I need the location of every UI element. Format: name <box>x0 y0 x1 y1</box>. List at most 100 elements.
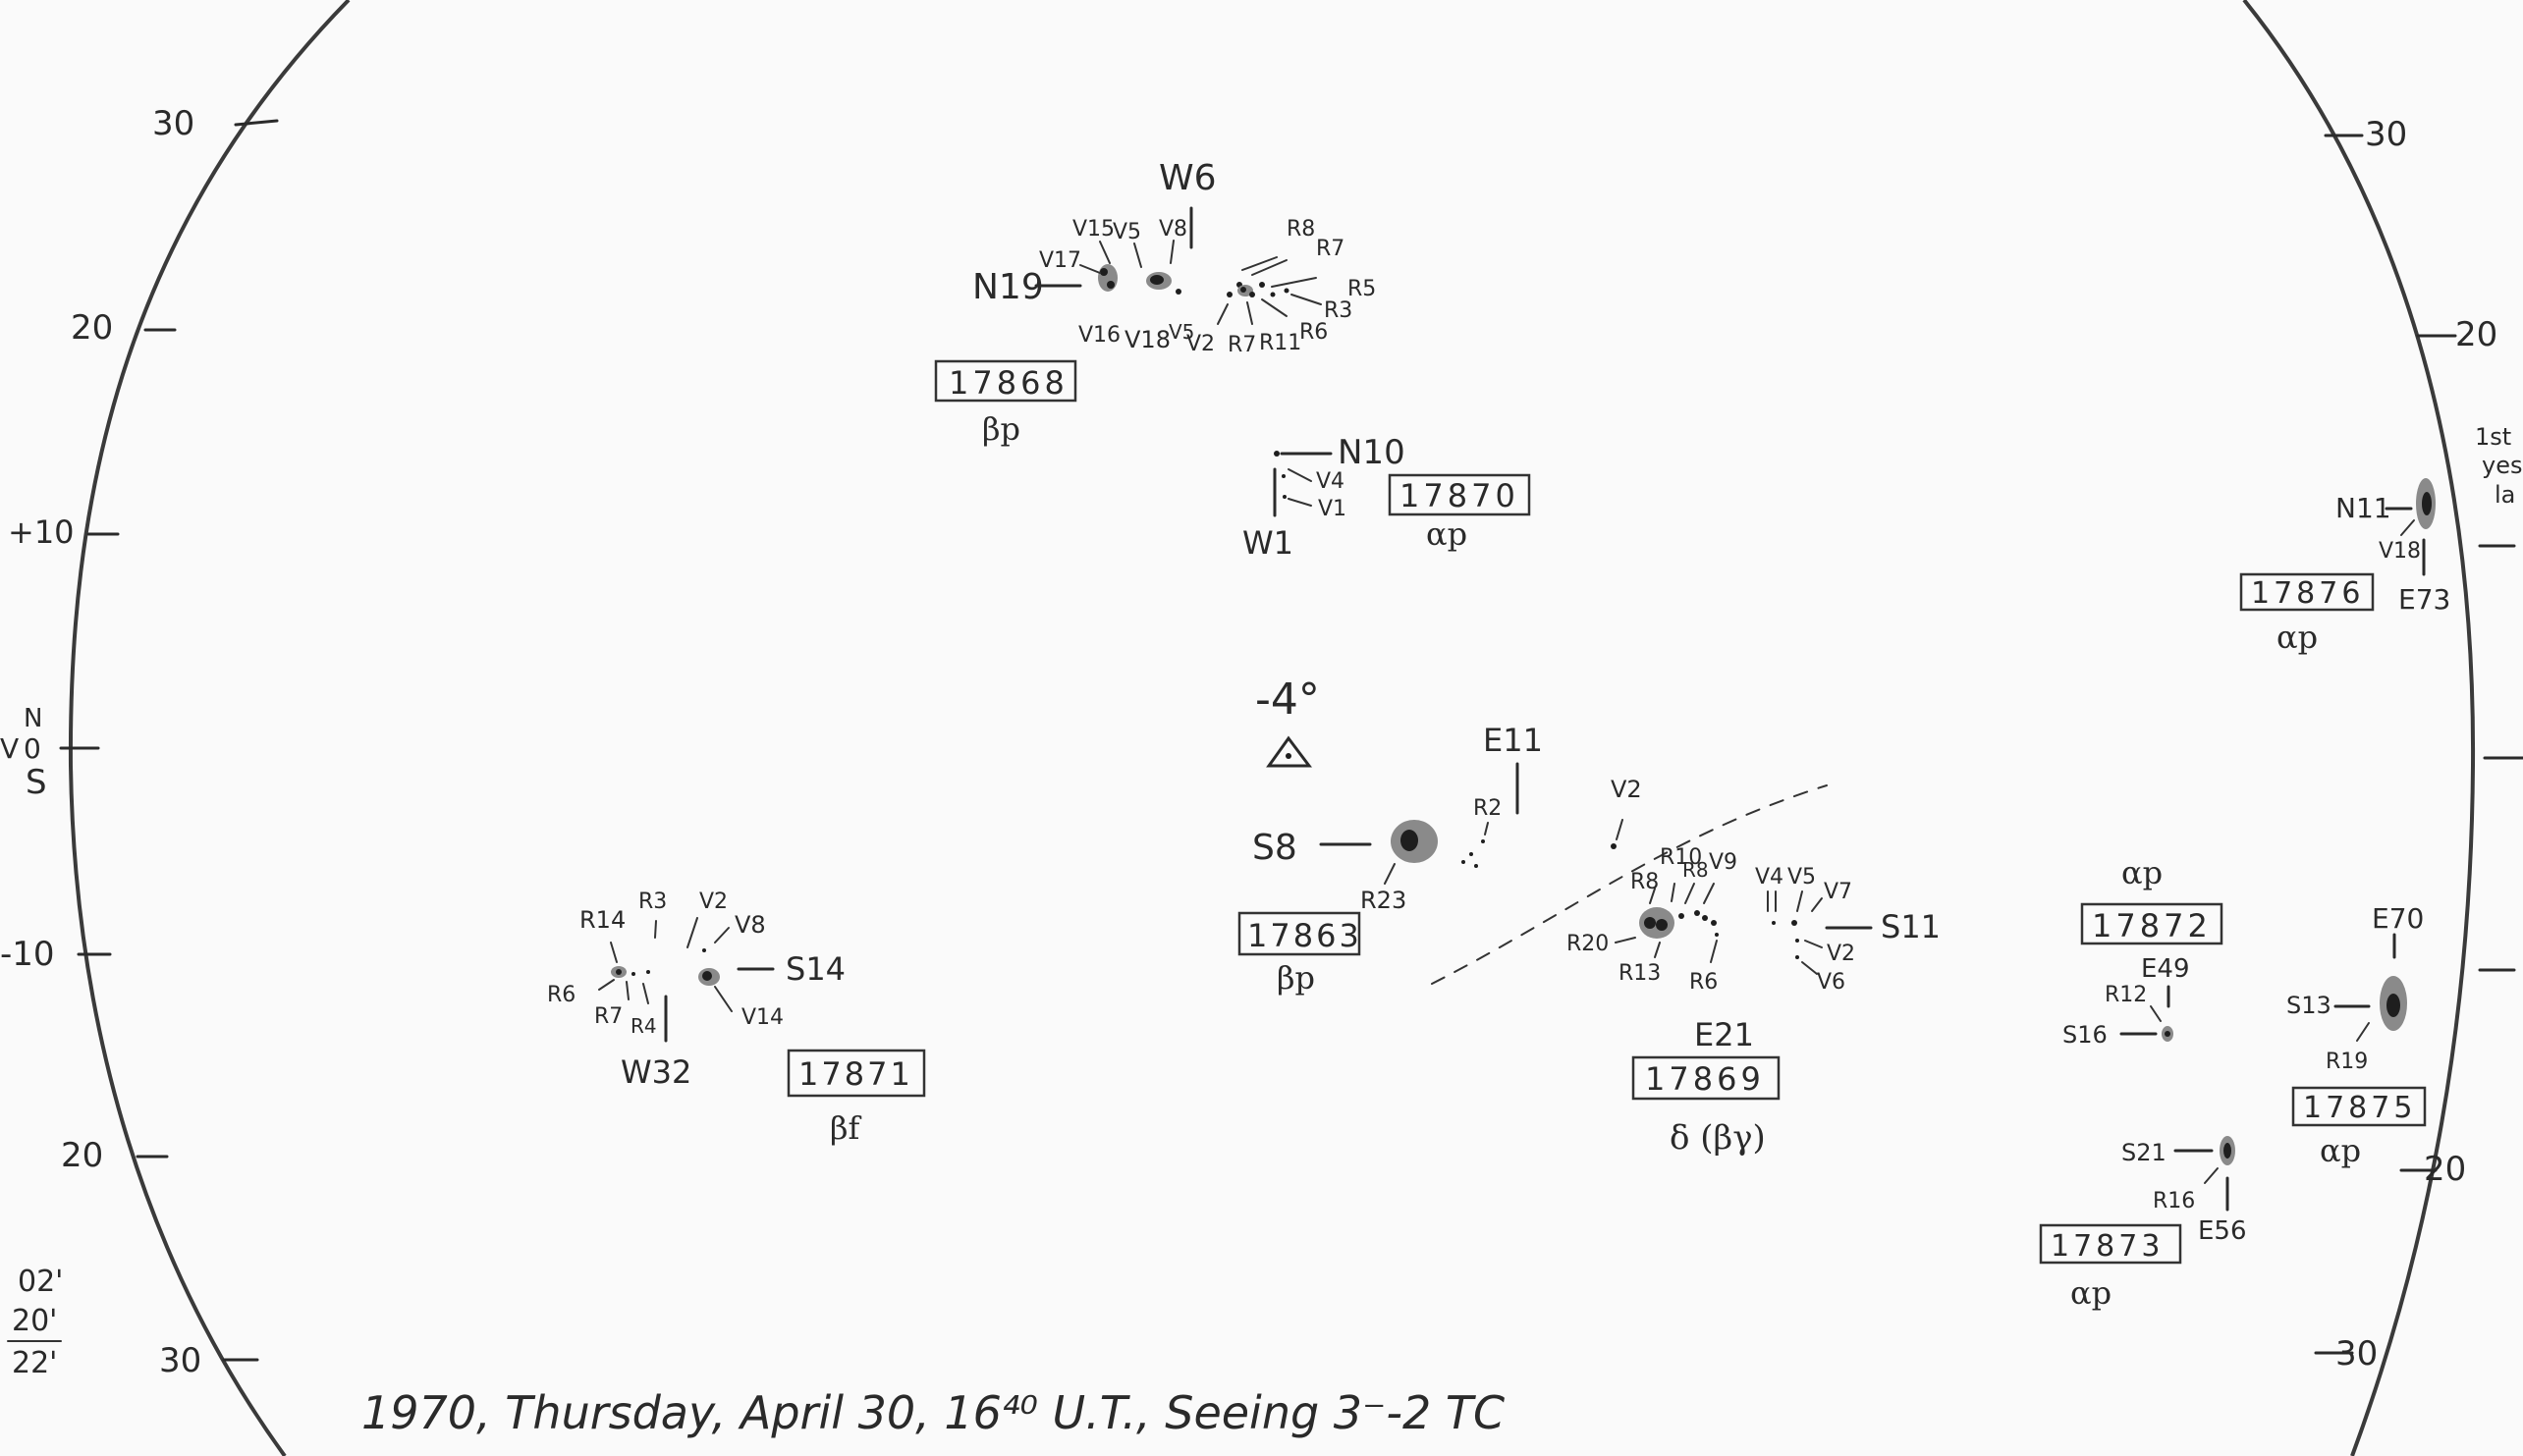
region-17876: N11 V18 E73 17876 αp <box>2239 478 2450 656</box>
spot-label: R19 <box>2326 1050 2368 1074</box>
spot-label: V6 <box>1817 970 1845 995</box>
region-number: 17873 <box>2051 1229 2164 1264</box>
region-class: αp <box>2276 619 2318 656</box>
region-number-box <box>1388 473 1531 516</box>
spot-label: V1 <box>1318 497 1346 521</box>
spot-label: V9 <box>1709 850 1737 875</box>
spot-label: R16 <box>2153 1189 2195 1213</box>
spot-label: R13 <box>1618 961 1661 986</box>
region-17870: N10 V4 V1 W1 17870 αp <box>1242 433 1531 562</box>
spot-label: V2 <box>699 890 728 914</box>
region-number-box <box>934 359 1077 403</box>
region-17871: S14 R14 R3 V2 V8 R6 R7 R4 V14 W32 17871 … <box>547 890 926 1147</box>
group-label: S8 <box>1252 828 1297 868</box>
equator-label-zero: 0 <box>24 732 41 765</box>
margin-note-line: la <box>2495 481 2515 509</box>
left-tick-label: 30 <box>159 1341 201 1380</box>
spot-label: R6 <box>547 983 576 1007</box>
left-tick-label: 20 <box>71 308 113 348</box>
group-label: N10 <box>1338 433 1405 472</box>
spot-label: R8 <box>1682 858 1709 882</box>
spot-label: V4 <box>1316 469 1344 494</box>
spot-label: V14 <box>741 1005 784 1030</box>
region-number: 17863 <box>1247 917 1362 954</box>
region-number: 17870 <box>1399 477 1519 514</box>
spot-label: V17 <box>1039 248 1081 273</box>
spot-label: R23 <box>1360 887 1406 914</box>
longitude-label: W6 <box>1159 158 1217 198</box>
longitude-label: E49 <box>2141 954 2190 984</box>
spot-label: R3 <box>638 890 667 914</box>
spot-label: R2 <box>1473 796 1502 821</box>
region-number: 17872 <box>2092 907 2212 944</box>
region-17872: αp 17872 E49 R12 S16 <box>2062 854 2223 1049</box>
region-class: δ (βγ) <box>1670 1118 1766 1158</box>
edge-note: 20' <box>12 1304 57 1338</box>
observation-caption: 1970, Thursday, April 30, 16⁴⁰ U.T., See… <box>361 1386 1505 1439</box>
region-number: 17868 <box>949 364 1069 402</box>
spot-label: R11 <box>1259 331 1301 355</box>
region-class: αp <box>2121 854 2163 891</box>
region-number-box <box>2080 902 2223 945</box>
spot-label: R8 <box>1630 870 1659 894</box>
group-label: S21 <box>2121 1139 2166 1166</box>
spot-label: V5 <box>1113 220 1141 244</box>
spot-label: R14 <box>579 906 626 934</box>
spot-label: V5 <box>1169 320 1194 344</box>
disk-limb-left <box>68 0 351 1456</box>
spot-label: R10 <box>1660 845 1702 870</box>
spot-label: R7 <box>594 1004 623 1029</box>
center-angle-label: -4° <box>1255 674 1320 725</box>
spot-label: V5 <box>1787 865 1816 890</box>
spot-label: V4 <box>1755 865 1783 890</box>
region-class: αp <box>1426 515 1467 553</box>
longitude-label: E21 <box>1694 1016 1754 1053</box>
right-margin-note: 1st yes la <box>2475 423 2522 509</box>
margin-note-line: 1st <box>2475 423 2511 451</box>
equator-label-edge: V <box>0 732 19 765</box>
group-label: N19 <box>972 267 1044 307</box>
longitude-label: W1 <box>1242 524 1293 562</box>
spot-label: V18 <box>1124 326 1171 353</box>
region-number-box <box>2239 572 2375 612</box>
equator-label-south: S <box>26 763 47 802</box>
longitude-label: E56 <box>2198 1216 2247 1246</box>
right-latitude-scale: 30 20 20 30 <box>2314 115 2523 1374</box>
region-number-box <box>1237 911 1361 956</box>
spot-label: R5 <box>1347 277 1376 301</box>
spot-label: R3 <box>1324 298 1352 323</box>
left-tick-label: +10 <box>8 513 75 551</box>
spot-label: V2 <box>1611 776 1642 803</box>
region-17868: W6 N19 V15 V5 V8 V17 V16 V18 V5 V2 R7 R1… <box>934 158 1376 448</box>
edge-notes: 02' 20' 22' <box>7 1265 63 1380</box>
spot-label: V2 <box>1186 332 1215 356</box>
region-number-box <box>2039 1223 2182 1265</box>
left-tick-label: -10 <box>0 935 55 974</box>
spot-label: R12 <box>2105 983 2147 1007</box>
region-class: βp <box>1277 959 1315 997</box>
region-class: αp <box>2320 1132 2361 1169</box>
region-number-box <box>2291 1086 2427 1127</box>
longitude-label: W32 <box>621 1053 691 1091</box>
spot-label: R20 <box>1566 932 1609 956</box>
group-label: S14 <box>786 950 846 988</box>
left-tick-label: 30 <box>152 104 194 143</box>
longitude-label: E70 <box>2372 902 2424 935</box>
region-class: αp <box>2070 1274 2112 1312</box>
group-label: S11 <box>1881 908 1941 945</box>
center-triangle-icon <box>1266 735 1312 768</box>
region-class: βp <box>982 410 1020 448</box>
spot-label: R7 <box>1316 237 1344 261</box>
longitude-label: E11 <box>1483 722 1543 759</box>
region-class: βf <box>830 1109 862 1147</box>
disk-limb-right <box>2242 0 2476 1456</box>
spot-label: V18 <box>2379 539 2421 564</box>
edge-note: 22' <box>12 1346 57 1380</box>
right-tick-label: 20 <box>2424 1150 2466 1189</box>
spot-label: R6 <box>1689 970 1718 995</box>
spot-label: V2 <box>1827 942 1855 966</box>
group-label: S16 <box>2062 1021 2108 1049</box>
dashed-boundary-line <box>1431 784 1828 985</box>
right-tick-label: 20 <box>2455 315 2497 354</box>
margin-note-line: yes <box>2482 452 2522 479</box>
